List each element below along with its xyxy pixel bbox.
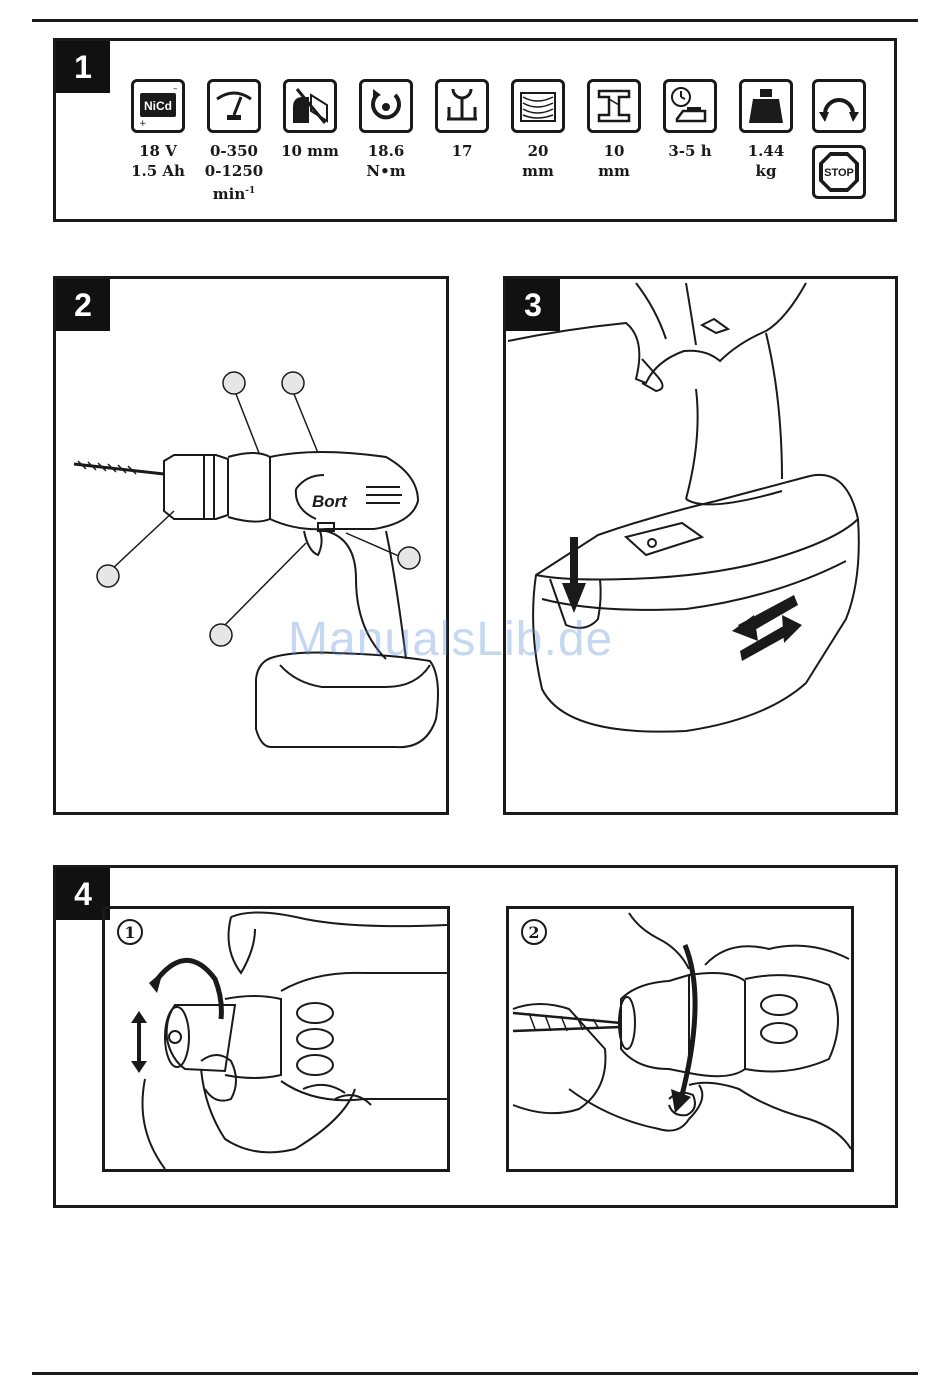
svg-text:–: – <box>173 85 178 94</box>
callout-marker <box>398 547 420 569</box>
stop-icon: STOP <box>812 145 866 199</box>
brand-logo: Bort <box>312 492 348 511</box>
spec-charging: 3-5 h <box>660 79 720 161</box>
top-rule <box>32 19 918 22</box>
spec-speed-unit: min <box>213 185 245 203</box>
spec-capacity-value: 1.5 Ah <box>128 161 188 181</box>
spec-clutch: 17 <box>432 79 492 161</box>
reverse-rotation-icon <box>812 79 866 133</box>
bottom-rule <box>32 1372 918 1375</box>
callout-marker <box>97 565 119 587</box>
svg-text:NiCd: NiCd <box>144 99 172 113</box>
spec-wood-unit: mm <box>508 161 568 181</box>
spec-steel-value: 10 <box>584 141 644 161</box>
figure-4-step-2: 2 <box>506 906 854 1172</box>
battery-nicd-icon: NiCd– + <box>131 79 185 133</box>
figure-4-panel: 4 1 <box>53 865 898 1208</box>
battery-insertion-illustration <box>506 279 895 812</box>
figure-3-panel: 3 <box>503 276 898 815</box>
svg-text:STOP: STOP <box>824 167 854 179</box>
weight-icon <box>739 79 793 133</box>
spec-weight-unit: kg <box>736 161 796 181</box>
svg-text:+: + <box>139 119 147 127</box>
figure-4-step-1: 1 <box>102 906 450 1172</box>
callout-marker <box>223 372 245 394</box>
watermark: ManualsLib.de <box>288 612 613 667</box>
spec-wood-value: 20 <box>508 141 568 161</box>
chuck-loosening-illustration <box>105 909 447 1169</box>
spec-weight-value: 1.44 <box>736 141 796 161</box>
spec-torque-value: 18.6 <box>356 141 416 161</box>
spec-charging-value: 3-5 h <box>660 141 720 161</box>
spec-speed-low: 0-350 <box>204 141 264 161</box>
spec-speed-high: 0-1250 <box>204 161 264 181</box>
spec-chuck: 10 mm <box>280 79 340 161</box>
figure-1-number: 1 <box>56 41 110 93</box>
spec-clutch-value: 17 <box>432 141 492 161</box>
charging-time-icon <box>663 79 717 133</box>
drill-chuck-capacity-icon <box>283 79 337 133</box>
drill-parts-illustration: Bort <box>56 279 446 812</box>
speed-gauge-icon <box>207 79 261 133</box>
steel-drilling-icon <box>587 79 641 133</box>
callout-marker <box>210 624 232 646</box>
callout-marker <box>282 372 304 394</box>
spec-torque-unit: N•m <box>356 161 416 181</box>
spec-chuck-value: 10 mm <box>280 141 340 161</box>
spec-speed-unit-exponent: -1 <box>245 186 255 196</box>
torque-icon <box>359 79 413 133</box>
clutch-settings-icon <box>435 79 489 133</box>
figure-2-panel: 2 <box>53 276 449 815</box>
chuck-tightening-illustration <box>509 909 851 1169</box>
wood-drilling-icon <box>511 79 565 133</box>
spec-voltage-value: 18 V <box>128 141 188 161</box>
spec-steel-unit: mm <box>584 161 644 181</box>
